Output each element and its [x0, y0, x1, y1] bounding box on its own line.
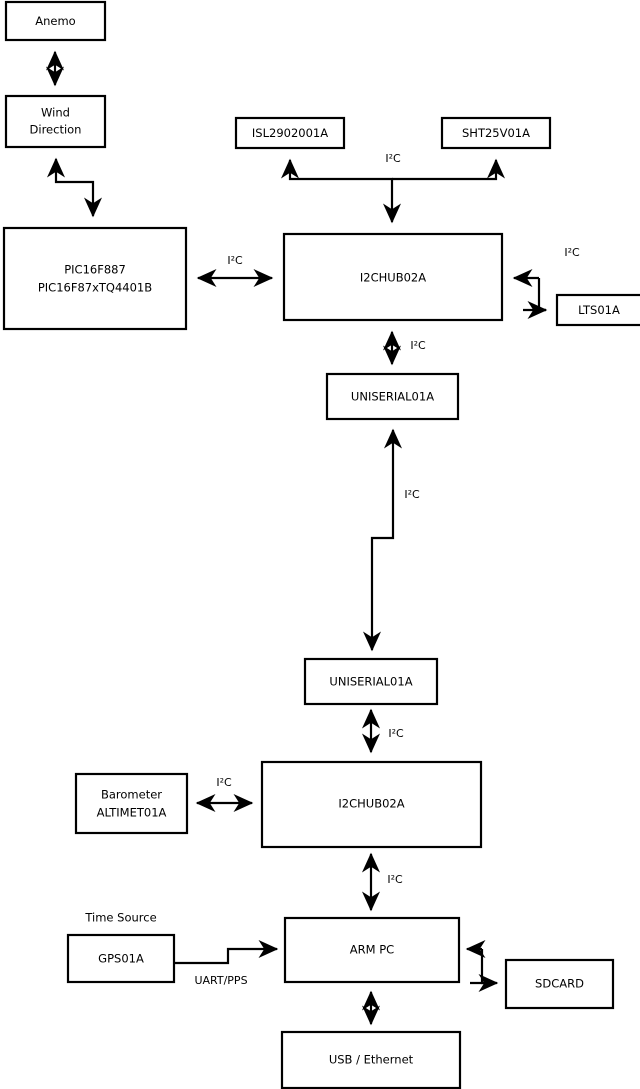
- edge-label-barometer-hub: I²C: [216, 776, 232, 789]
- connector-sdcard-elbow: [480, 949, 489, 985]
- node-pic-mcu-label-line1: PIC16F887: [64, 263, 126, 277]
- node-isl2902001a-box[interactable]: [234, 116, 346, 150]
- edge-label-hub-bottom-armpc: I²C: [387, 873, 403, 886]
- node-wind-direction-label-line2: Direction: [30, 123, 82, 137]
- free-label-time-source: Time Source: [84, 911, 156, 925]
- edge-label-hub-lts: I²C: [564, 246, 580, 259]
- node-i2chub02a-top[interactable]: I2CHUB02A: [282, 232, 504, 322]
- edge-label-hub-uniserial1: I²C: [410, 339, 426, 352]
- edge-label-pic-hub: I²C: [227, 254, 243, 267]
- edge-label-bus-top: I²C: [385, 152, 401, 165]
- node-arm-pc-label: ARM PC: [350, 943, 394, 957]
- connector-hub-isl: [280, 158, 402, 224]
- edge-label-uniserial1-uniserial2: I²C: [404, 488, 420, 501]
- node-barometer-label-line1: Barometer: [101, 788, 162, 802]
- node-i2chub02a-top-label: I2CHUB02A: [360, 271, 426, 285]
- node-wind-direction-label-line1: Wind: [41, 106, 70, 120]
- node-pic-mcu[interactable]: PIC16F887 PIC16F87xTQ4401B: [2, 226, 188, 331]
- node-uniserial01a-lower[interactable]: UNISERIAL01A: [303, 657, 439, 706]
- node-usb-ethernet[interactable]: USB / Ethernet: [280, 1030, 462, 1089]
- node-gps01a-box[interactable]: [66, 933, 176, 984]
- connector-gps-armpc: [175, 939, 279, 965]
- node-isl2902001a[interactable]: ISL2902001A: [234, 116, 346, 150]
- node-lts01a[interactable]: LTS01A: [555, 293, 640, 327]
- node-usb-ethernet-label: USB / Ethernet: [329, 1053, 414, 1067]
- node-sdcard-box[interactable]: [504, 958, 615, 1010]
- node-uniserial01a-upper-label: UNISERIAL01A: [351, 390, 434, 404]
- node-wind-direction[interactable]: Wind Direction: [4, 94, 107, 149]
- node-gps01a-label: GPS01A: [98, 952, 144, 966]
- node-sdcard[interactable]: SDCARD: [504, 958, 615, 1010]
- node-lts01a-box[interactable]: [555, 293, 640, 327]
- node-sht25v01a-box[interactable]: [440, 116, 552, 150]
- node-sht25v01a[interactable]: SHT25V01A: [440, 116, 552, 150]
- node-barometer-box[interactable]: [74, 772, 189, 835]
- node-barometer[interactable]: Barometer ALTIMET01A: [74, 772, 189, 835]
- node-gps01a[interactable]: GPS01A: [66, 933, 176, 984]
- node-sht25v01a-label: SHT25V01A: [462, 126, 530, 140]
- node-pic-mcu-label-line2: PIC16F87xTQ4401B: [38, 281, 152, 295]
- node-uniserial01a-upper[interactable]: UNISERIAL01A: [325, 372, 460, 421]
- node-anemo-box[interactable]: [4, 0, 107, 42]
- node-anemo[interactable]: Anemo: [4, 0, 107, 42]
- connector-hub-sht: [392, 158, 506, 181]
- node-sdcard-label: SDCARD: [535, 977, 584, 991]
- node-i2chub02a-bottom[interactable]: I2CHUB02A: [260, 760, 483, 849]
- node-i2chub02a-bottom-box[interactable]: [260, 760, 483, 849]
- node-anemo-label: Anemo: [35, 14, 75, 28]
- node-usb-ethernet-box[interactable]: [280, 1030, 462, 1089]
- node-i2chub02a-bottom-label: I2CHUB02A: [338, 797, 404, 811]
- edge-label-uniserial2-hub-bottom: I²C: [388, 727, 404, 740]
- connector-uniserial1-uniserial2: [362, 428, 403, 652]
- node-uniserial01a-lower-label: UNISERIAL01A: [329, 675, 412, 689]
- node-arm-pc-box[interactable]: [283, 916, 461, 984]
- edge-label-gps-armpc: UART/PPS: [194, 974, 247, 987]
- connector-lts-elbow: [537, 278, 546, 312]
- node-barometer-label-line2: ALTIMET01A: [97, 806, 167, 820]
- node-isl2902001a-label: ISL2902001A: [252, 126, 328, 140]
- node-lts01a-label: LTS01A: [578, 303, 620, 317]
- node-wind-direction-box[interactable]: [4, 94, 107, 149]
- node-pic-mcu-box[interactable]: [2, 226, 188, 331]
- connector-wind-pic: [46, 157, 103, 218]
- node-uniserial01a-upper-box[interactable]: [325, 372, 460, 421]
- node-i2chub02a-top-box[interactable]: [282, 232, 504, 322]
- node-arm-pc[interactable]: ARM PC: [283, 916, 461, 984]
- node-uniserial01a-lower-box[interactable]: [303, 657, 439, 706]
